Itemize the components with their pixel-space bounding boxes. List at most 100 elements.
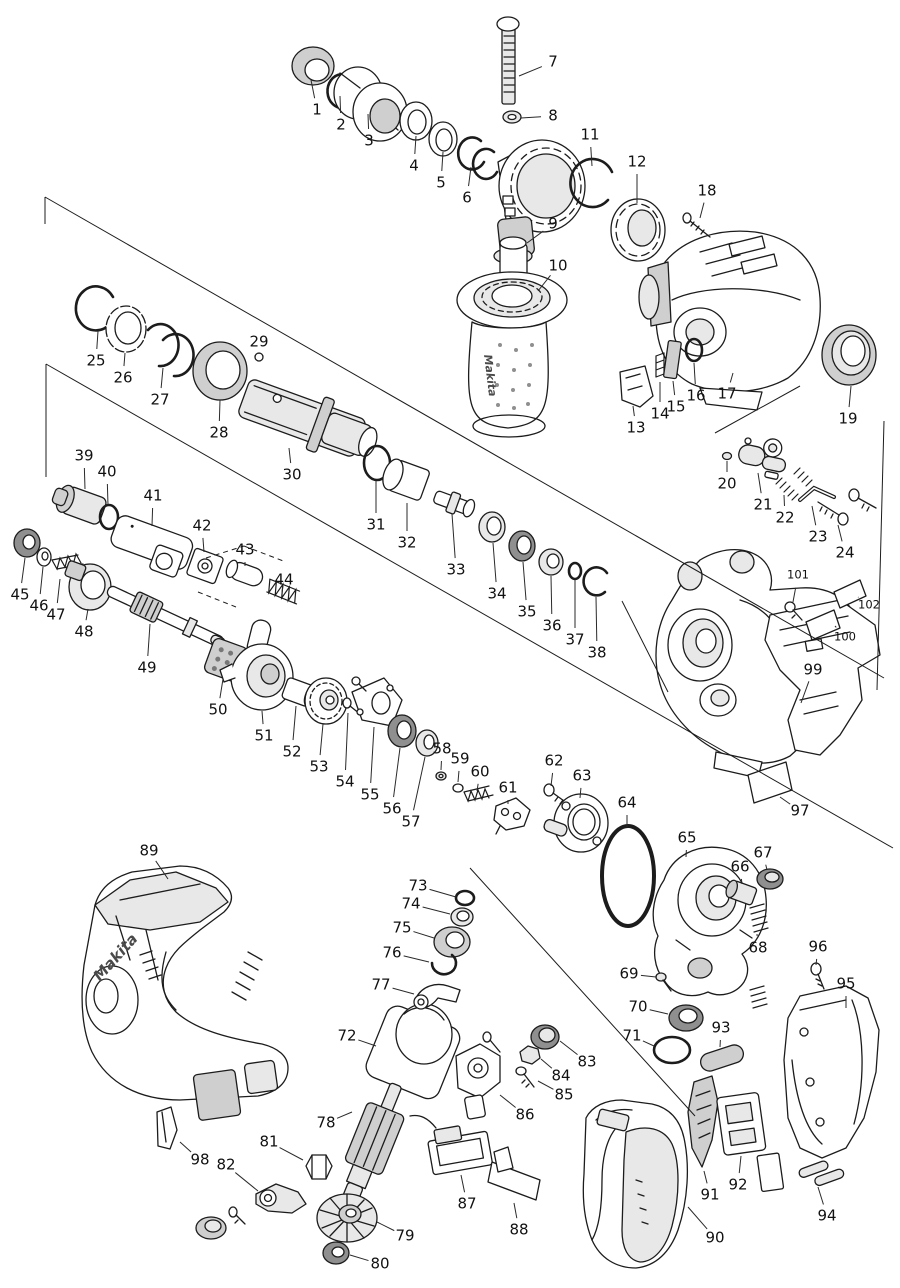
leader-line-16: [693, 362, 696, 385]
leader-line-85: [537, 1080, 554, 1090]
part-label-78: 78: [316, 1113, 336, 1132]
construction-line: [44, 196, 885, 679]
part-label-45: 45: [10, 585, 30, 604]
part-label-44: 44: [274, 570, 294, 589]
part-label-97: 97: [790, 801, 810, 820]
leader-line-34: [492, 542, 497, 583]
part-label-37: 37: [565, 630, 585, 649]
armature-group: [316, 1082, 405, 1265]
leader-line-55: [370, 726, 375, 784]
leader-line-90: [687, 1206, 708, 1230]
leader-line-7: [518, 66, 543, 77]
part-label-83: 83: [577, 1052, 597, 1071]
leader-line-11: [590, 146, 593, 167]
housing-cover-group: Makita: [81, 865, 333, 1240]
part-label-90: 90: [705, 1228, 725, 1247]
leader-line-50: [219, 678, 224, 699]
part-label-2: 2: [336, 115, 346, 134]
part-label-36: 36: [542, 616, 562, 635]
leader-line-54: [345, 712, 349, 771]
part-label-41: 41: [143, 486, 163, 505]
side-handle: Makita: [456, 236, 568, 438]
part-label-15: 15: [666, 397, 686, 416]
part-label-9: 9: [548, 214, 558, 233]
part-label-54: 54: [335, 772, 355, 791]
part-label-18: 18: [697, 181, 717, 200]
gear-shaft-group: [13, 528, 439, 757]
part-label-48: 48: [74, 622, 94, 641]
part-label-30: 30: [282, 465, 302, 484]
leader-line-94: [817, 1186, 824, 1205]
leader-line-88: [513, 1202, 518, 1219]
part-label-43: 43: [235, 540, 255, 559]
part-label-64: 64: [617, 793, 637, 812]
part-label-63: 63: [572, 766, 592, 785]
leader-line-62: [550, 772, 554, 787]
part-label-84: 84: [551, 1066, 571, 1085]
leader-line-5: [441, 151, 444, 172]
part-label-75: 75: [392, 918, 412, 937]
part-label-50: 50: [208, 700, 228, 719]
leader-line-100: [834, 625, 837, 628]
part-label-66: 66: [730, 857, 750, 876]
leader-line-33: [451, 513, 456, 559]
tool-holder-parts-group: [291, 46, 499, 181]
part-label-68: 68: [748, 938, 768, 957]
leader-line-26: [123, 352, 126, 367]
part-label-62: 62: [544, 751, 564, 770]
leader-line-9: [526, 230, 544, 244]
part-label-29: 29: [249, 332, 269, 351]
leader-line-8: [520, 116, 542, 119]
part-label-61: 61: [498, 778, 518, 797]
leader-line-51: [261, 710, 264, 725]
part-label-42: 42: [192, 516, 212, 535]
part-label-86: 86: [515, 1105, 535, 1124]
part-label-6: 6: [462, 188, 472, 207]
leader-line-75: [413, 931, 435, 939]
leader-line-82: [234, 1172, 259, 1192]
part-label-82: 82: [216, 1155, 236, 1174]
part-label-17: 17: [717, 384, 737, 403]
leader-line-101: [792, 587, 797, 603]
leader-line-28: [218, 399, 221, 422]
part-label-89: 89: [139, 841, 159, 860]
crank-cap-group: [652, 846, 825, 1072]
leader-line-19: [848, 385, 852, 408]
construction-line: [876, 420, 885, 691]
leader-line-74: [422, 906, 451, 915]
leader-line-44: [281, 585, 284, 592]
part-label-5: 5: [436, 173, 446, 192]
leader-line-80: [349, 1254, 369, 1262]
part-label-25: 25: [86, 351, 106, 370]
leader-line-99: [800, 681, 810, 704]
construction-line: [205, 545, 245, 559]
leader-line-2: [339, 95, 342, 114]
leader-line-27: [160, 367, 164, 389]
part-label-71: 71: [622, 1026, 642, 1045]
part-label-7: 7: [548, 52, 558, 71]
leader-line-79: [376, 1221, 395, 1232]
leader-line-3: [367, 113, 370, 130]
part-label-49: 49: [137, 658, 157, 677]
leader-line-66: [740, 878, 743, 885]
part-label-79: 79: [395, 1226, 415, 1245]
leader-line-24: [837, 524, 843, 542]
part-label-16: 16: [686, 386, 706, 405]
part-label-4: 4: [409, 156, 419, 175]
part-label-47: 47: [46, 605, 66, 624]
part-label-69: 69: [619, 964, 639, 983]
leader-line-4: [414, 135, 417, 155]
stator-group: [365, 889, 476, 1100]
leader-line-23: [811, 505, 817, 526]
leader-line-63: [579, 787, 582, 799]
crank-housing-group: [655, 548, 881, 804]
leader-line-71: [642, 1040, 655, 1047]
part-label-39: 39: [74, 446, 94, 465]
part-label-80: 80: [370, 1254, 390, 1273]
handle-group: [582, 985, 880, 1269]
part-label-21: 21: [753, 495, 773, 514]
part-label-11: 11: [580, 125, 600, 144]
motor-housing-group: [619, 212, 877, 411]
